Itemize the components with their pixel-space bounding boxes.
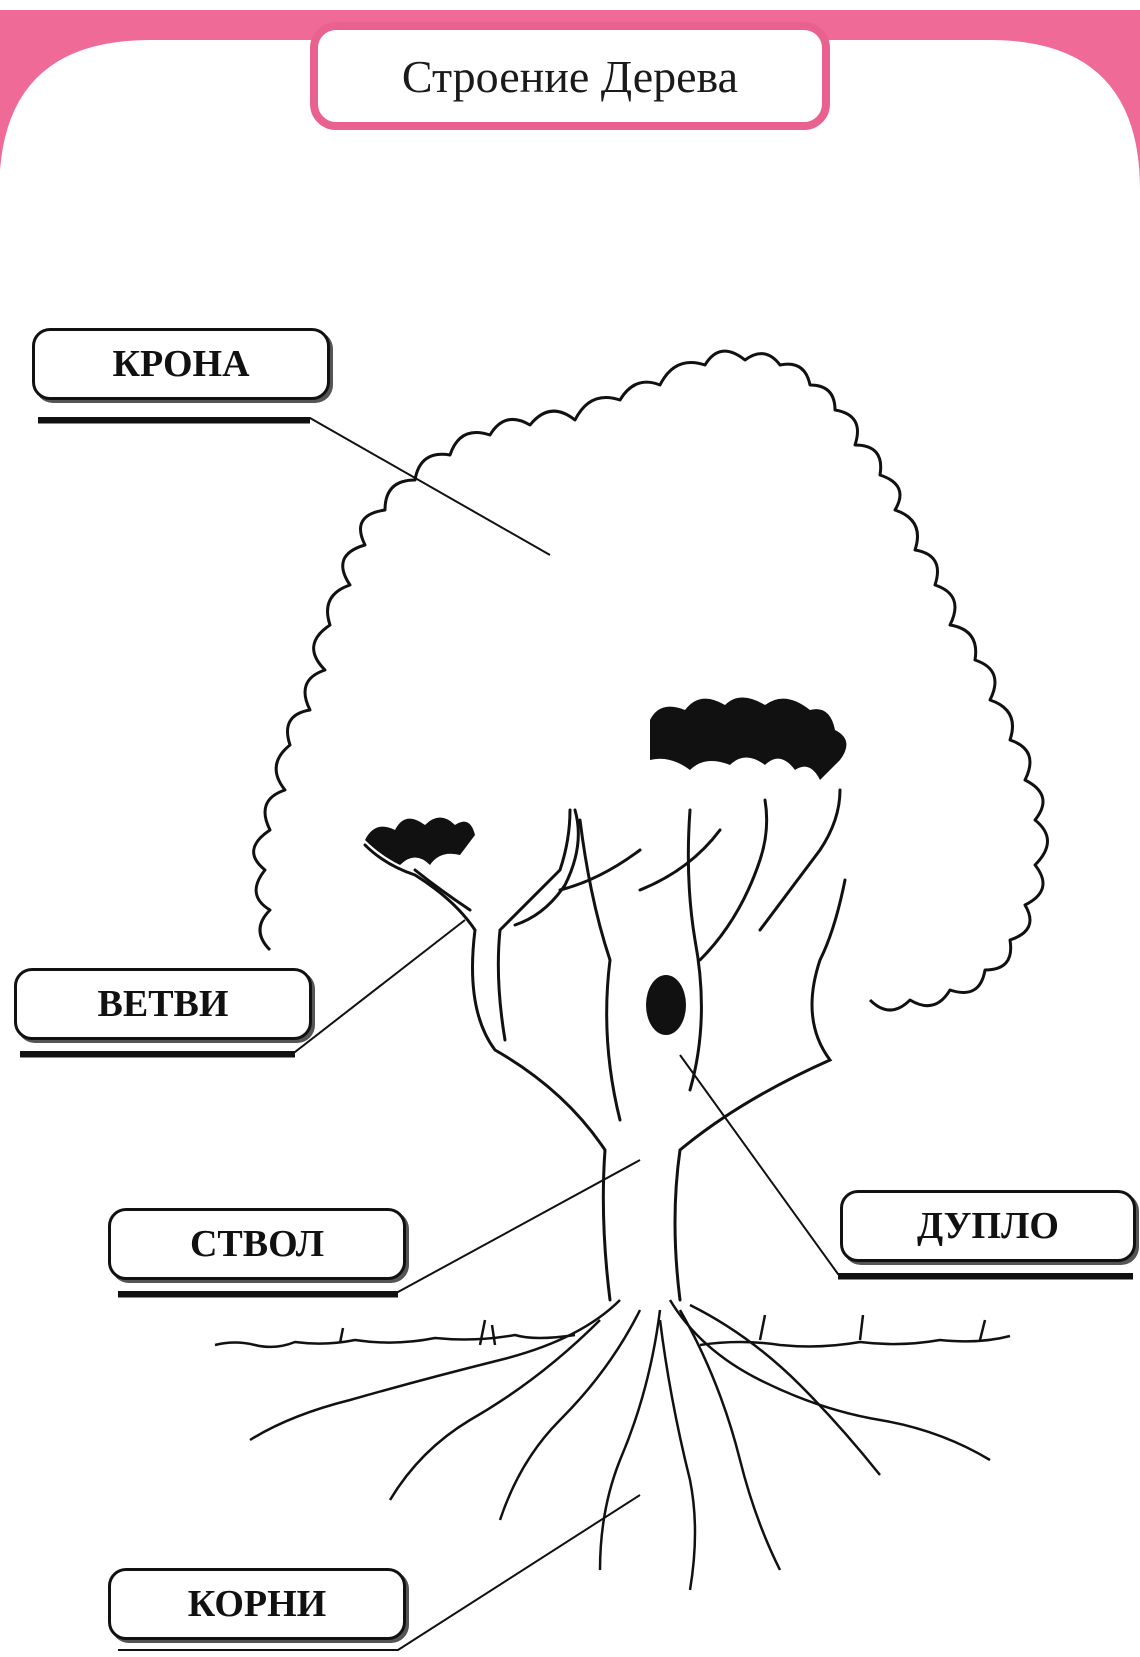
trunk-and-branches xyxy=(365,790,845,1300)
label-branches: ВЕТВИ xyxy=(14,968,312,1040)
hollow-spot xyxy=(646,975,686,1035)
page-title: Строение Дерева xyxy=(310,22,830,130)
dark-foliage xyxy=(365,698,846,866)
label-crown: КРОНА xyxy=(32,328,330,400)
label-trunk: СТВОЛ xyxy=(108,1208,406,1280)
label-roots: КОРНИ xyxy=(108,1568,406,1640)
crown-outline xyxy=(254,351,1048,1010)
leader-crown xyxy=(38,418,550,555)
ground-line xyxy=(215,1315,1010,1347)
label-hollow: ДУПЛО xyxy=(840,1190,1136,1262)
